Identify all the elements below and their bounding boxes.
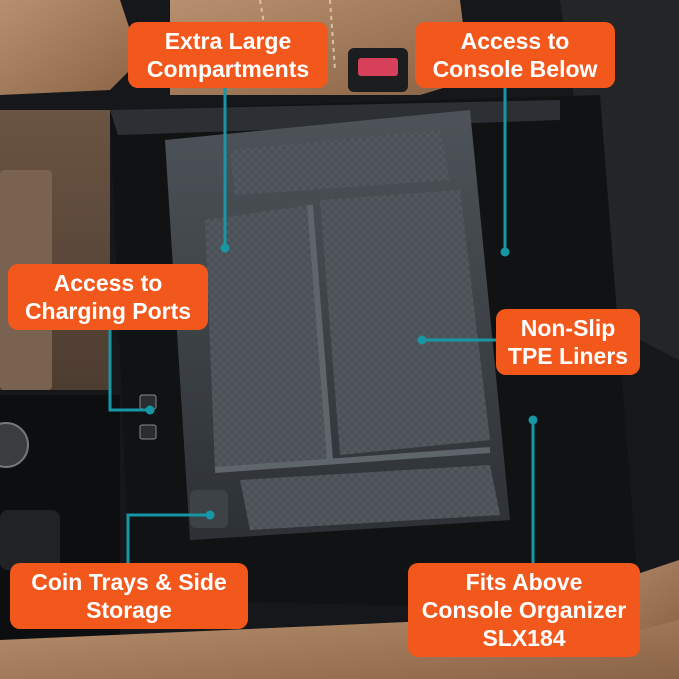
rotary-knob xyxy=(0,422,29,468)
pointer-dot xyxy=(528,415,538,425)
callout-fits-above-organizer: Fits Above Console Organizer SLX184 xyxy=(408,563,640,657)
callout-line: Fits Above xyxy=(465,569,583,595)
top-compartment xyxy=(230,130,450,195)
callout-line: Compartments xyxy=(146,56,310,82)
pointer-dot xyxy=(417,335,427,345)
buckle-release xyxy=(358,58,398,76)
callout-line: Storage xyxy=(86,597,172,623)
usb-port xyxy=(139,424,157,440)
callout-non-slip-liners: Non-Slip TPE Liners xyxy=(496,309,640,375)
right-seat-side xyxy=(560,0,679,360)
callout-line: Non-Slip xyxy=(520,315,616,341)
callout-line: Charging Ports xyxy=(24,298,192,324)
pointer-dot xyxy=(220,243,230,253)
callout-line: Extra Large xyxy=(164,28,292,54)
left-large-compartment xyxy=(205,205,330,470)
leader-charging xyxy=(108,320,150,412)
callout-line: Coin Trays & Side xyxy=(31,569,227,595)
left-seat xyxy=(0,0,140,95)
callout-line: Console Organizer xyxy=(421,597,627,623)
callout-extra-large-compartments: Extra Large Compartments xyxy=(128,22,328,88)
pointer-dot xyxy=(205,510,215,520)
callout-line: TPE Liners xyxy=(507,343,629,369)
side-slot xyxy=(190,490,228,528)
right-large-compartment xyxy=(320,190,490,455)
callout-access-console-below: Access to Console Below xyxy=(415,22,615,88)
callout-access-charging-ports: Access to Charging Ports xyxy=(8,264,208,330)
callout-line: Console Below xyxy=(432,56,598,82)
leader-lines xyxy=(108,75,535,570)
callout-line: Access to xyxy=(460,28,570,54)
callout-line: Access to xyxy=(53,270,163,296)
pointer-dot xyxy=(145,405,155,415)
callout-coin-trays: Coin Trays & Side Storage xyxy=(10,563,248,629)
pointer-dot xyxy=(500,247,510,257)
coin-tray xyxy=(240,465,500,530)
callout-line: SLX184 xyxy=(482,625,566,651)
leader-coin xyxy=(126,513,210,570)
